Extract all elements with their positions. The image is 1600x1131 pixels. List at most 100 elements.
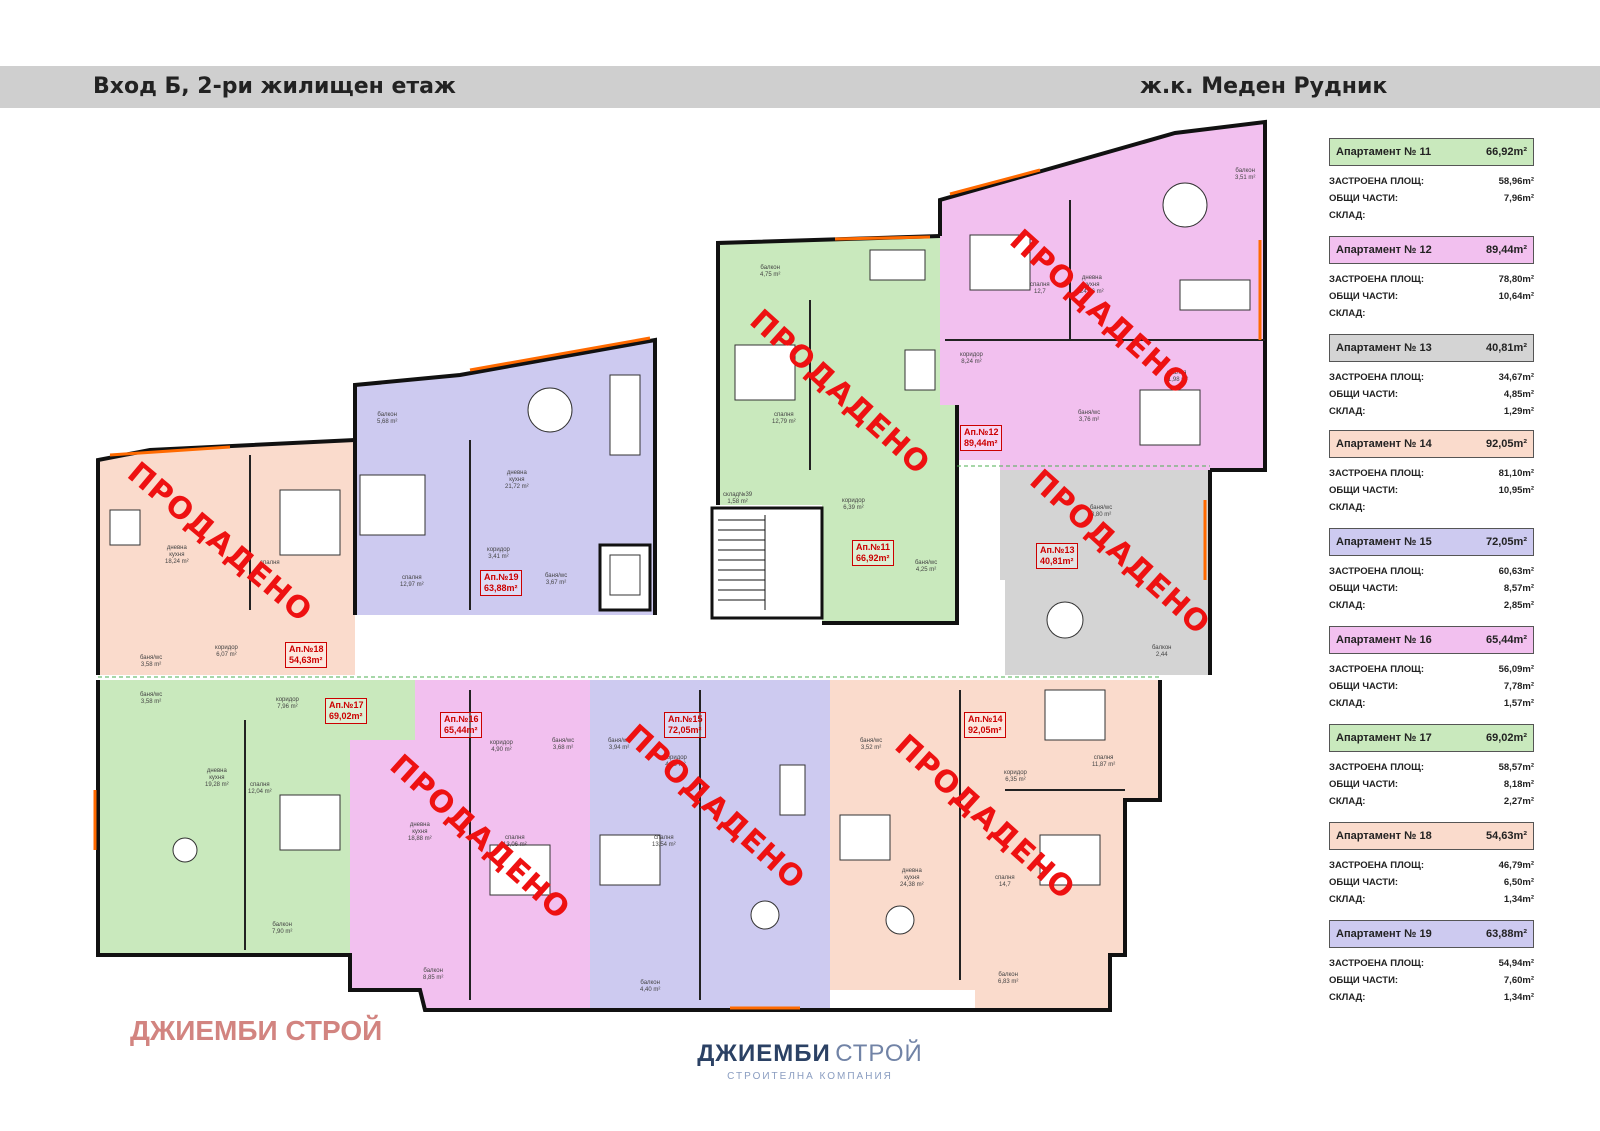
unit-label-15: Ап.№15 72,05m²: [664, 712, 707, 738]
legend-row: СКЛАД:: [1329, 308, 1366, 319]
room-label: баня/wc 4,25 m²: [915, 560, 938, 573]
room-label: коридор 6,39 m²: [842, 498, 865, 511]
apt-19-area[interactable]: [355, 340, 655, 615]
logo-subtitle: СТРОИТЕЛНА КОМПАНИЯ: [727, 1071, 893, 1082]
legend-row: СКЛАД:1,34m²: [1329, 894, 1534, 905]
room-label: спалня 12,04 m²: [248, 782, 272, 795]
complex-title: ж.к. Меден Рудник: [1140, 74, 1388, 99]
room-label: балкон 2,44: [1152, 645, 1172, 658]
legend-row: СКЛАД:1,34m²: [1329, 992, 1534, 1003]
legend-row: ЗАСТРОЕНА ПЛОЩ:81,10m²: [1329, 468, 1534, 479]
room-label: спалня 14,7: [995, 875, 1015, 888]
legend-row: ЗАСТРОЕНА ПЛОЩ:54,94m²: [1329, 958, 1534, 969]
room-label: баня/wc 3,76 m²: [1078, 410, 1101, 423]
legend-row: ЗАСТРОЕНА ПЛОЩ:78,80m²: [1329, 274, 1534, 285]
room-label: дневна кухня 24,46 m²: [1080, 275, 1104, 295]
room-label: дневна кухня 19,28 m²: [205, 768, 229, 788]
staircase: [710, 506, 824, 620]
unit-label-19: Ап.№19 63,88m²: [480, 570, 523, 596]
room-label: баня/wc 3,52 m²: [860, 738, 883, 751]
room-label: балкон 7,90 m²: [272, 922, 293, 935]
legend-row: ОБЩИ ЧАСТИ:6,50m²: [1329, 877, 1534, 888]
legend-row: ЗАСТРОЕНА ПЛОЩ:60,63m²: [1329, 566, 1534, 577]
legend-row: ОБЩИ ЧАСТИ:10,64m²: [1329, 291, 1534, 302]
room-label: коридор 6,07 m²: [215, 645, 238, 658]
room-label: баня/wc 3,94 m²: [608, 738, 631, 751]
unit-label-11: Ап.№11 66,92m²: [852, 540, 894, 566]
room-label: коридор 6,35 m²: [1004, 770, 1027, 783]
legend-row: ОБЩИ ЧАСТИ:8,57m²: [1329, 583, 1534, 594]
legend-row: ЗАСТРОЕНА ПЛОЩ:34,67m²: [1329, 372, 1534, 383]
room-label: спалня: [260, 560, 280, 566]
legend-row: ОБЩИ ЧАСТИ:4,85m²: [1329, 389, 1534, 400]
room-label: спалня 11,87 m²: [1092, 755, 1116, 768]
legend-row: ЗАСТРОЕНА ПЛОЩ:46,79m²: [1329, 860, 1534, 871]
company-watermark: ДЖИЕМБИ СТРОЙ: [130, 1015, 383, 1046]
legend-row: ЗАСТРОЕНА ПЛОЩ:58,96m²: [1329, 176, 1534, 187]
room-label: спалня 11,98 m²: [1165, 370, 1189, 383]
unit-label-14: Ап.№14 92,05m²: [964, 712, 1007, 738]
room-label: спалня 12,79 m²: [772, 412, 796, 425]
legend-row: СКЛАД:1,29m²: [1329, 406, 1534, 417]
room-label: дневна кухня 24,38 m²: [900, 868, 924, 888]
room-label: коридор 4,90 m²: [490, 740, 513, 753]
room-label: балкон 4,75 m²: [760, 265, 781, 278]
room-label: коридор 4,19 m²: [664, 755, 687, 768]
apt-17-area[interactable]: [98, 680, 415, 955]
legend-row: СКЛАД:1,57m²: [1329, 698, 1534, 709]
room-label: спалня 13,54 m²: [652, 835, 676, 848]
page-title: Вход Б, 2-ри жилищен етаж: [93, 74, 456, 99]
apt-13-area[interactable]: [1000, 470, 1210, 675]
room-label: коридор 8,24 m²: [960, 352, 983, 365]
room-label: дневна кухня 18,24 m²: [165, 545, 189, 565]
legend-row: ОБЩИ ЧАСТИ:7,96m²: [1329, 193, 1534, 204]
logo-name-light: СТРОЙ: [835, 1040, 923, 1067]
unit-label-16: Ап.№16 65,44m²: [440, 712, 483, 738]
legend-row: ОБЩИ ЧАСТИ:10,95m²: [1329, 485, 1534, 496]
room-label: балкон 4,40 m²: [640, 980, 661, 993]
legend-row: ОБЩИ ЧАСТИ:8,18m²: [1329, 779, 1534, 790]
apt-14-area[interactable]: [830, 680, 1160, 1010]
room-label: спалня 12,97 m²: [400, 575, 424, 588]
company-logo: ДЖИЕМБИ СТРОЙ СТРОИТЕЛНА КОМПАНИЯ: [680, 1040, 940, 1082]
room-label: дневна кухня 21,72 m²: [505, 470, 529, 490]
elevator-shaft: [598, 543, 652, 612]
room-label: склад№39 1,58 m²: [723, 492, 753, 505]
unit-label-17: Ап.№17 69,02m²: [325, 698, 368, 724]
legend-row: ОБЩИ ЧАСТИ:7,60m²: [1329, 975, 1534, 986]
room-label: спалня 12,7: [1030, 282, 1050, 295]
legend-row: ОБЩИ ЧАСТИ:7,78m²: [1329, 681, 1534, 692]
room-label: баня/wc 3,67 m²: [545, 573, 568, 586]
room-label: балкон 5,68 m²: [377, 412, 398, 425]
room-label: балкон 6,83 m²: [998, 972, 1019, 985]
logo-name-bold: ДЖИЕМБИ: [697, 1040, 831, 1067]
room-label: коридор 7,96 m²: [276, 697, 299, 710]
room-label: дневна кухня 18,88 m²: [408, 822, 432, 842]
legend-row: ЗАСТРОЕНА ПЛОЩ:56,09m²: [1329, 664, 1534, 675]
legend-row: ЗАСТРОЕНА ПЛОЩ:58,57m²: [1329, 762, 1534, 773]
room-label: балкон 8,85 m²: [423, 968, 444, 981]
legend-row: СКЛАД:2,27m²: [1329, 796, 1534, 807]
room-label: коридор 3,41 m²: [487, 547, 510, 560]
unit-label-12: Ап.№12 89,44m²: [960, 425, 1003, 451]
unit-label-13: Ап.№13 40,81m²: [1036, 543, 1079, 569]
legend-row: СКЛАД:: [1329, 502, 1366, 513]
legend-row: СКЛАД:: [1329, 210, 1366, 221]
unit-label-18: Ап.№18 54,63m²: [285, 642, 328, 668]
apt-11-area[interactable]: [718, 236, 957, 623]
header-bar: [0, 66, 1600, 108]
room-label: балкон 3,51 m²: [1235, 168, 1256, 181]
room-label: баня/wc 3,68 m²: [552, 738, 575, 751]
room-label: баня/wc 3,58 m²: [140, 655, 163, 668]
room-label: баня/wc 3,58 m²: [140, 692, 163, 705]
